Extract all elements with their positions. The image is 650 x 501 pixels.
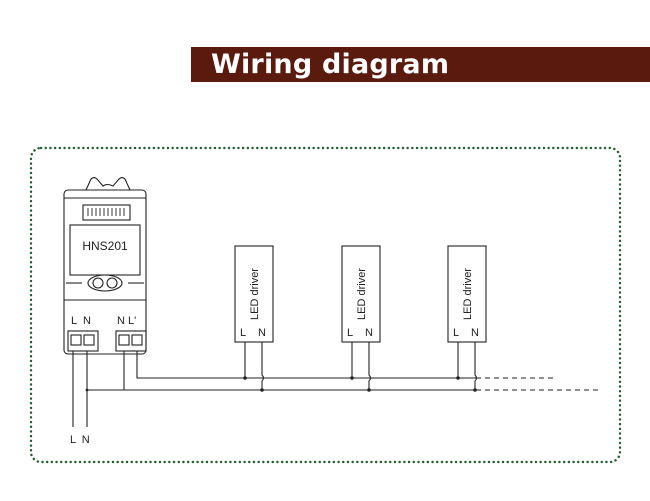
driver-terminal-n: N	[258, 327, 266, 339]
device-terminal-l-label: L	[71, 315, 77, 327]
device-terminal-out-label: N L'	[117, 315, 136, 327]
led-driver-3: LED driver L N	[447, 245, 487, 343]
device-terminal-n-label: N	[83, 315, 91, 327]
led-driver-label: LED driver	[462, 268, 474, 320]
wires	[72, 342, 598, 427]
driver-terminal-l: L	[453, 327, 459, 339]
title-bar: Wiring diagram	[191, 47, 650, 82]
led-driver-label: LED driver	[356, 268, 368, 320]
sensor-device	[63, 176, 147, 355]
driver-terminal-n: N	[365, 327, 373, 339]
device-model-label: HNS201	[82, 239, 128, 253]
led-driver-2: LED driver L N	[341, 245, 381, 343]
mains-label: L N	[70, 434, 90, 446]
wire-junctions	[85, 376, 477, 392]
page-title: Wiring diagram	[211, 49, 450, 80]
led-driver-1: LED driver L N	[234, 245, 274, 343]
driver-terminal-l: L	[347, 327, 353, 339]
led-driver-label: LED driver	[249, 268, 261, 320]
driver-terminal-l: L	[240, 327, 246, 339]
driver-terminal-n: N	[471, 327, 479, 339]
diagram-border	[29, 146, 622, 464]
